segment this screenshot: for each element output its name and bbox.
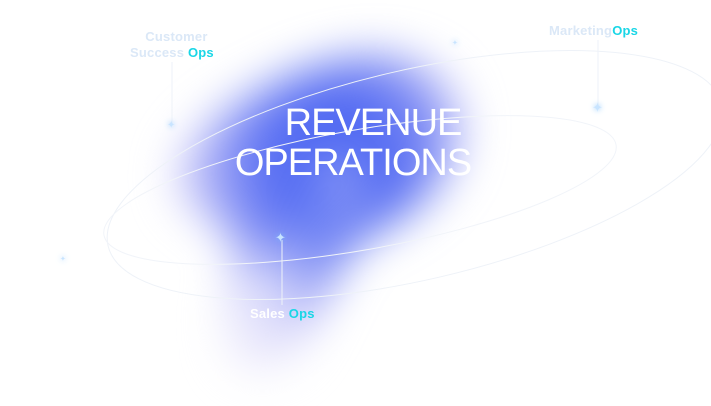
- sales-ops-label: Sales Ops: [250, 306, 315, 321]
- ops-accent-text: Ops: [288, 306, 315, 321]
- sparkle-icon: ✦: [167, 120, 176, 131]
- page-title: REVENUE OPERATIONS: [228, 103, 478, 183]
- sparkle-icon: ✦: [60, 256, 66, 263]
- sparkle-icon: ✦: [452, 40, 458, 47]
- marketing-ops-label: MarketingOps: [549, 23, 638, 38]
- ops-accent-text: Ops: [612, 23, 639, 38]
- sparkle-icon: ✦: [592, 100, 603, 115]
- success-label-text: Success: [130, 45, 185, 60]
- title-line-1: REVENUE: [284, 102, 463, 144]
- customer-success-ops-label: Customer Success Ops: [130, 29, 214, 61]
- sales-label-text: Sales: [250, 306, 285, 321]
- ops-accent-text: Ops: [187, 45, 214, 60]
- sparkle-icon: ✦: [275, 230, 286, 245]
- title-line-2: OPERATIONS: [234, 142, 472, 184]
- customer-label-line1: Customer: [145, 29, 208, 44]
- marketing-label-text: Marketing: [549, 23, 613, 38]
